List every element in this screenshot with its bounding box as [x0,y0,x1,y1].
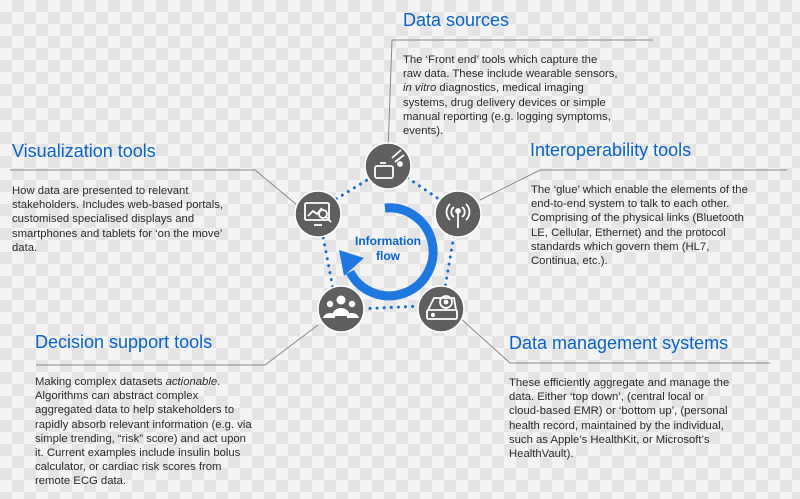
node-data-management [417,285,465,333]
interoperability-line: end-to-end system to talk to each other. [531,198,730,211]
data-sources-title: Data sources [403,10,510,30]
node-decision [317,285,365,333]
data-management-line: HealthVault). [509,448,574,461]
decision-line: remote ECG data. [35,475,127,488]
data-sources-line: raw data. These include wearable sensors… [403,68,618,81]
interoperability-tools-description: The ‘glue’ which enable the elements of … [531,183,793,268]
data-sources-description: The ‘Front end’ tools which capture the … [403,53,663,138]
visualization-line: data. [12,241,38,254]
decision-line-suffix: . [217,376,221,388]
analytics-monitor-icon [304,202,332,226]
decision-line: calculator, or cardiac risk scores from [35,461,222,474]
decision-line: rapidly absorb relevant information (e.g… [35,418,252,431]
data-management-line: These efficiently aggregate and manage t… [509,377,730,389]
decision-support-tools-title: Decision support tools [35,332,213,352]
visualization-line: stakeholders. Includes web-based portals… [12,199,223,212]
data-management-line: health record, maintained by the individ… [509,419,724,432]
interoperability-tools-title: Interoperability tools [530,140,692,160]
interoperability-line: Continua, etc.). [531,255,608,268]
interoperability-line: The ‘glue’ which enable the elements of … [531,184,748,196]
node-interoperability [434,190,482,238]
data-management-systems-title: Data management systems [509,333,729,353]
data-sources-line: systems, drug delivery devices or simple [403,96,606,109]
data-sources-line: events). [403,125,444,138]
node-visualization [294,190,342,238]
actionable-italic: actionable [165,376,218,388]
decision-line: Making complex datasets actionable. [35,375,297,389]
wearable-device-icon [374,149,405,179]
visualization-tools-title: Visualization tools [12,141,156,161]
people-group-icon [323,295,359,318]
data-management-line: cloud-based EMR) or ‘bottom up’, (person… [509,405,728,418]
visualization-line: customised specialised displays and [12,213,195,226]
disk-drive-icon [426,295,458,320]
interoperability-line: LE, Cellular, Ethernet) and the protocol [531,226,726,239]
decision-line: Algorithms can abstract complex [35,390,199,403]
center-label-line-1: Information [355,234,421,248]
data-management-line: such as Apple’s HealthKit, or Microsoft’… [509,433,710,446]
information-flow-label: Information flow [338,234,438,264]
data-sources-line: The ‘Front end’ tools which capture the [403,54,598,66]
data-management-systems-description: These efficiently aggregate and manage t… [509,376,774,461]
visualization-line: How data are presented to relevant [12,185,189,197]
center-label-line-2: flow [376,249,400,263]
decision-line: it. Current examples include insulin bol… [35,447,241,460]
in-vitro-italic: in vitro [403,82,437,95]
decision-line-prefix: Making complex datasets [35,376,166,388]
data-sources-line-rest: diagnostics, medical imaging [439,82,584,95]
wireless-antenna-icon [445,203,471,228]
interoperability-line: Comprising of the physical links (Blueto… [531,212,744,225]
decision-support-tools-description: Making complex datasets actionable. Algo… [35,375,297,489]
data-sources-line: in vitro diagnostics, medical imaging [403,81,663,95]
decision-line: simple trending, “risk” score) and act u… [35,432,246,445]
node-data-sources [364,142,412,190]
data-sources-line: manual reporting (e.g. logging symptoms, [403,110,611,123]
data-management-line: data. Either ‘top down’, (central local … [509,391,705,404]
interoperability-line: standards which govern them (HL7, [531,240,710,253]
visualization-line: smartphones and tablets for ‘on the move… [12,227,223,240]
decision-line: aggregated data to help stakeholders to [35,404,235,417]
visualization-tools-description: How data are presented to relevant stake… [12,184,272,255]
